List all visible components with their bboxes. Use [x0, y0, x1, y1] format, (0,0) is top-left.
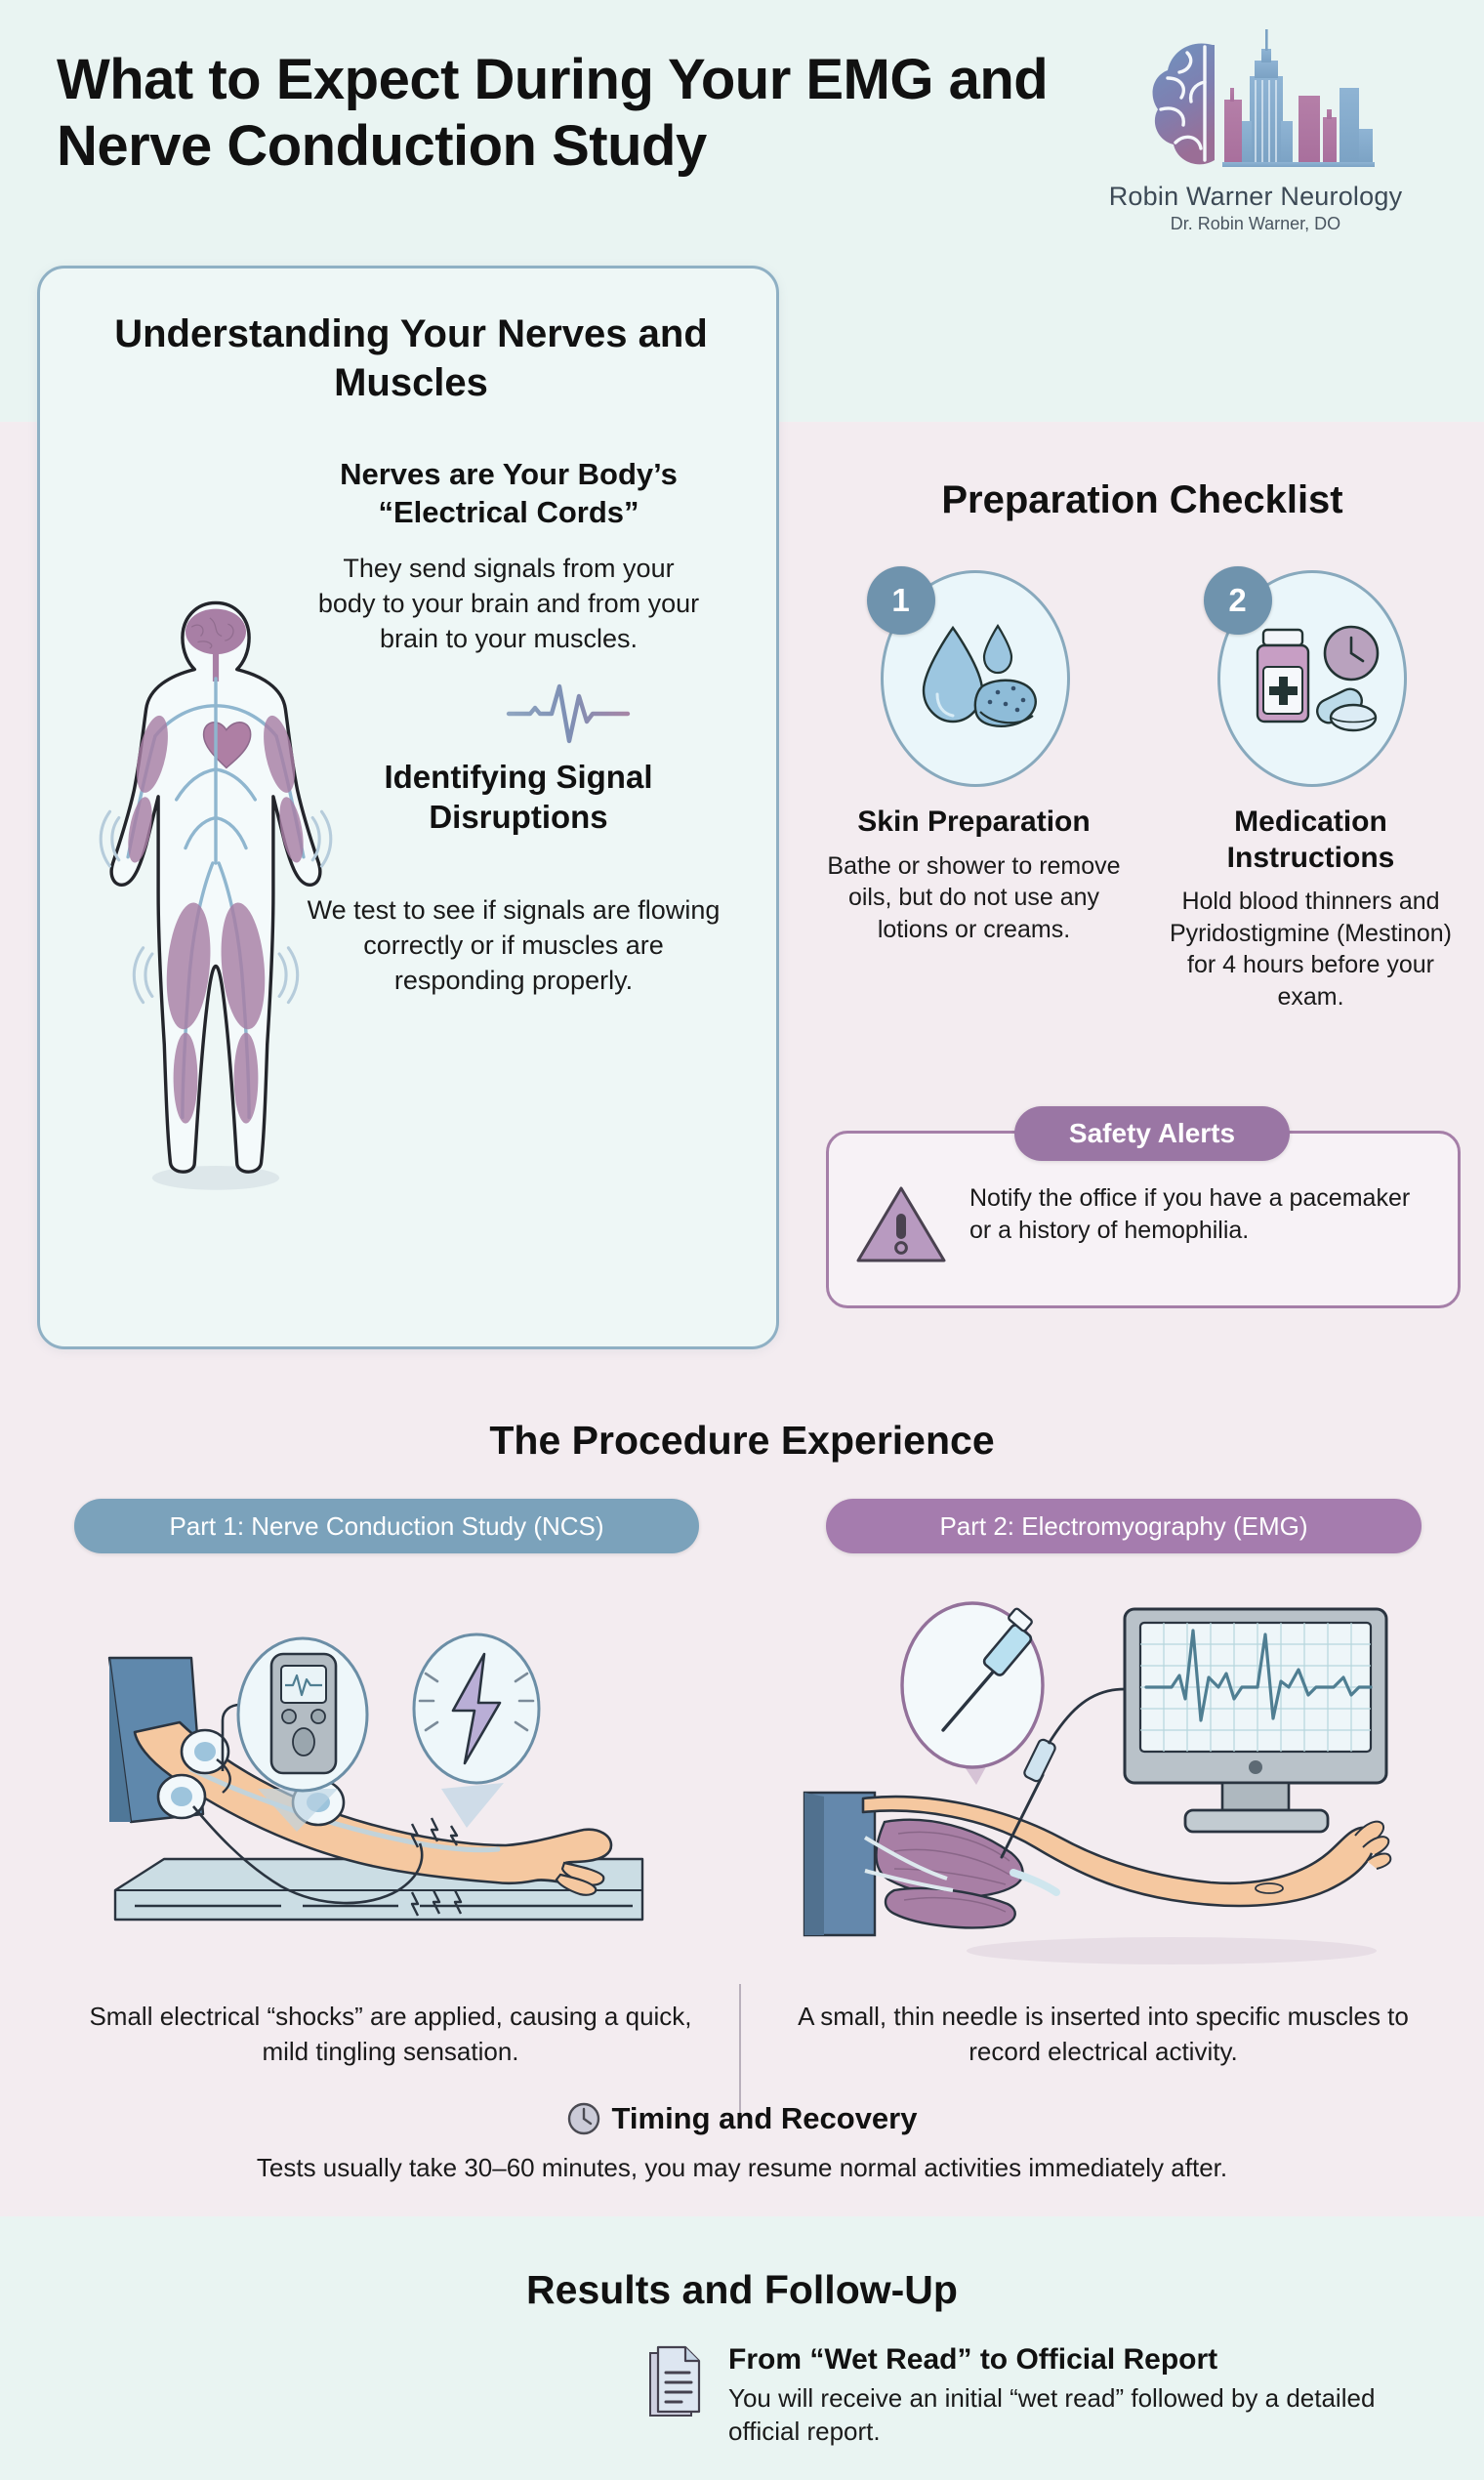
safety-alerts-text: Notify the office if you have a pacemake… — [969, 1184, 1411, 1244]
nerve-subsection-2-title: Identifying Signal Disruptions — [384, 759, 653, 836]
understanding-nerves-card: Understanding Your Nerves and Muscles — [37, 266, 779, 1349]
safety-alerts-pill: Safety Alerts — [1014, 1106, 1290, 1161]
emg-waveform-icon — [506, 683, 631, 744]
nerve-subsection-1-title: Nerves are Your Body’s “Electrical Cords… — [340, 457, 678, 529]
procedure-part1-caption: Small electrical “shocks” are applied, c… — [89, 2002, 692, 2066]
results-detail-row: From “Wet Read” to Official Report You w… — [644, 2343, 1402, 2449]
page-header: What to Expect During Your EMG and Nerve… — [0, 0, 1484, 254]
procedure-part2-pill: Part 2: Electromyography (EMG) — [826, 1499, 1422, 1553]
safety-alerts-box: Safety Alerts Notify the office if you h… — [826, 1106, 1461, 1308]
clock-icon — [567, 2102, 599, 2135]
preparation-checklist-title: Preparation Checklist — [941, 478, 1343, 521]
timing-and-recovery-header: Timing and Recovery — [0, 2101, 1484, 2136]
procedure-part1-pill: Part 1: Nerve Conduction Study (NCS) — [74, 1499, 699, 1553]
nerve-subsection-1-body: They send signals from your body to your… — [317, 554, 700, 653]
preparation-item-label: Medication Instructions — [1226, 806, 1395, 874]
arm-electrodes-stimulator-illustration-icon — [107, 1633, 644, 1922]
procedure-part2-caption: A small, thin needle is inserted into sp… — [798, 2002, 1409, 2066]
doctor-name: Dr. Robin Warner, DO — [1170, 214, 1341, 233]
practice-logo: Robin Warner Neurology Dr. Robin Warner,… — [1080, 27, 1431, 234]
page-title: What to Expect During Your EMG and Nerve… — [57, 48, 1049, 179]
warning-triangle-icon — [856, 1186, 946, 1262]
preparation-items: 1 Skin Preparation Bathe or shower to r — [820, 566, 1464, 1013]
step-number-badge: 1 — [866, 566, 935, 635]
practice-name: Robin Warner Neurology — [1108, 182, 1403, 211]
preparation-item-body: Hold blood thinners and Pyridostigmine (… — [1170, 888, 1452, 1011]
document-report-icon — [649, 2345, 701, 2417]
nerve-card-title: Understanding Your Nerves and Muscles — [114, 312, 708, 404]
human-body-nervous-system-figure-icon — [99, 600, 333, 1190]
nerve-subsection-2-body: We test to see if signals are flowing co… — [307, 895, 721, 995]
preparation-item-skin: 1 Skin Preparation Bathe or shower to r — [820, 566, 1128, 1013]
results-section-title: Results and Follow-Up — [526, 2267, 958, 2312]
preparation-item-body: Bathe or shower to remove oils, but do n… — [827, 851, 1121, 943]
results-heading: From “Wet Read” to Official Report — [728, 2343, 1218, 2376]
results-body: You will receive an initial “wet read” f… — [728, 2383, 1376, 2446]
pill-bottle-clock-icon — [1256, 625, 1379, 732]
preparation-item-label: Skin Preparation — [857, 806, 1091, 838]
timing-and-recovery-body: Tests usually take 30–60 minutes, you ma… — [256, 2153, 1228, 2182]
procedure-section-title: The Procedure Experience — [489, 1418, 995, 1463]
step-number-badge: 2 — [1203, 566, 1272, 635]
timing-and-recovery-title: Timing and Recovery — [611, 2101, 918, 2135]
brain-skyline-logo-icon — [1152, 29, 1375, 167]
background-band-bottom — [0, 2216, 1484, 2480]
leg-needle-monitor-illustration-icon — [803, 1601, 1392, 1964]
procedure-caption-divider — [739, 1984, 741, 2113]
preparation-item-medication: 2 Medication Ins — [1157, 566, 1464, 1013]
water-drop-sponge-icon — [922, 623, 1037, 727]
